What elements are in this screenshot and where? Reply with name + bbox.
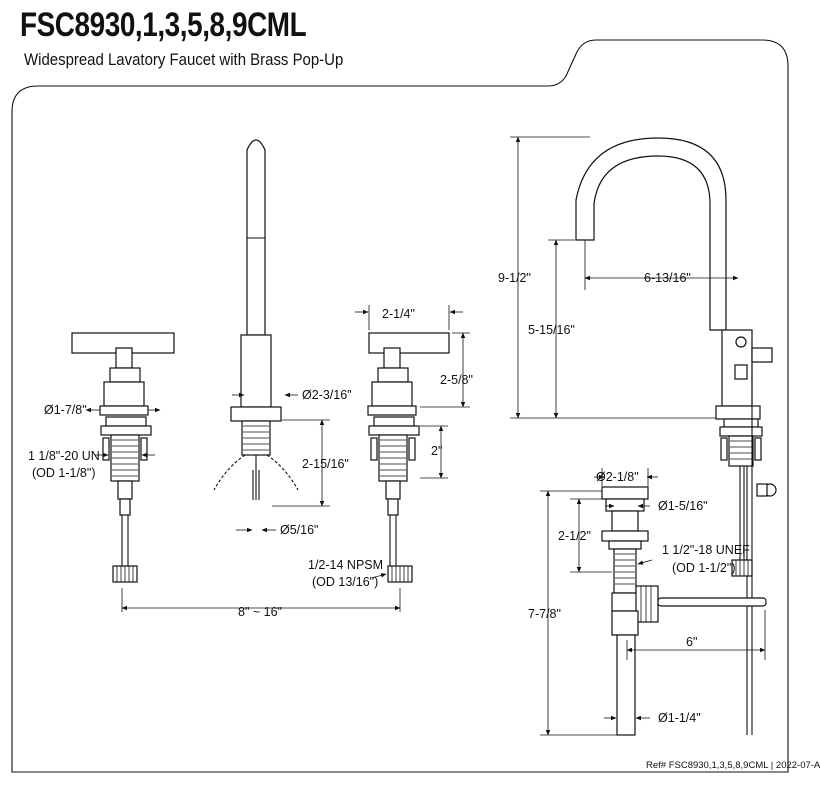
dim-thread-left: 1 1/8"-20 UN bbox=[28, 449, 100, 463]
dim-supply-thread: 1/2-14 NPSM bbox=[308, 558, 383, 572]
reference-number: Ref# FSC8930,1,3,5,8,9CML | 2022-07-A bbox=[646, 760, 820, 771]
dim-drain-top: 2-1/2" bbox=[558, 529, 591, 543]
page-title: FSC8930,1,3,5,8,9CML bbox=[20, 6, 307, 44]
dim-spout-reach: 6-13/16" bbox=[644, 271, 691, 285]
dim-drain-thread: 1 1/2"-18 UNEF bbox=[662, 543, 750, 557]
center-spout bbox=[213, 139, 299, 500]
dim-handle-width: 2-1/4" bbox=[382, 307, 415, 321]
dim-spout-clearance: 5-15/16" bbox=[528, 323, 575, 337]
dim-tailpiece-dia: Ø1-1/4" bbox=[658, 711, 701, 725]
spec-sheet: Ø1-7/8" 1 1/8"-20 UN (OD 1-1/8") Ø2-3/16… bbox=[11, 6, 820, 773]
dim-drain-body-dia: Ø1-5/16" bbox=[658, 499, 708, 513]
dim-shank-height: 2" bbox=[431, 444, 442, 458]
sheet-frame bbox=[11, 39, 789, 773]
pop-up-drain bbox=[601, 486, 767, 736]
dim-drain-thread-od: (OD 1-1/2") bbox=[672, 561, 735, 575]
dim-handle-height: 2-5/8" bbox=[440, 373, 473, 387]
dim-spread: 8" ~ 16" bbox=[238, 605, 282, 619]
dim-hose-dia: Ø5/16" bbox=[280, 523, 319, 537]
dim-overall-height: 9-1/2" bbox=[498, 271, 531, 285]
technical-drawing: Ø1-7/8" 1 1/8"-20 UN (OD 1-1/8") Ø2-3/16… bbox=[11, 39, 789, 773]
dim-thread-left-od: (OD 1-1/8") bbox=[32, 466, 95, 480]
left-handle-valve bbox=[71, 332, 175, 583]
dim-handle-dia: Ø1-7/8" bbox=[44, 403, 87, 417]
side-view-faucet bbox=[575, 137, 777, 735]
dim-supply-thread-od: (OD 13/16") bbox=[312, 575, 378, 589]
dim-flange-dia: Ø2-1/8" bbox=[596, 470, 639, 484]
dim-drain-length: 7-7/8" bbox=[528, 607, 561, 621]
page-subtitle: Widespread Lavatory Faucet with Brass Po… bbox=[24, 50, 344, 69]
dim-shank-length: 2-15/16" bbox=[302, 457, 349, 471]
dim-spout-dia: Ø2-3/16" bbox=[302, 388, 352, 402]
right-handle-valve bbox=[367, 332, 450, 583]
dim-lift-rod: 6" bbox=[686, 635, 697, 649]
dimension-labels: Ø1-7/8" 1 1/8"-20 UN (OD 1-1/8") Ø2-3/16… bbox=[28, 271, 750, 725]
